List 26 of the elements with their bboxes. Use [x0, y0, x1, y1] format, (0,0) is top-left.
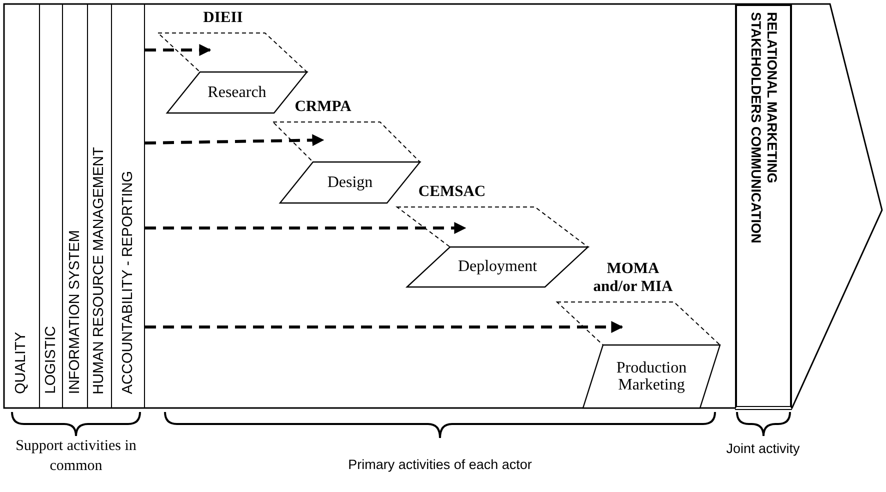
activity-label: Deployment — [456, 258, 538, 276]
band-label: QUALITY — [14, 332, 29, 394]
band-label: ACCOUNTABILITY - REPORTING — [120, 170, 136, 394]
dashed-arrow — [145, 222, 466, 234]
activity-parallelogram — [407, 247, 588, 287]
dashed-arrow — [145, 321, 624, 333]
dashed-arrow — [144, 134, 324, 146]
actor-label: DIEII — [202, 9, 244, 27]
activity-label: Research — [206, 84, 268, 102]
actor-label: MOMA and/or MIA — [592, 260, 674, 296]
band-label: HUMAN RESOURCE MANAGEMENT — [92, 146, 107, 394]
actor-label: CEMSAC — [417, 183, 487, 201]
activity-label: Design — [326, 174, 374, 192]
dashed-arrow — [145, 44, 212, 56]
actor-label: CRMPA — [294, 98, 352, 116]
bracket-caption: Joint activity — [725, 440, 801, 458]
band-label: STAKEHOLDERS COMMUNICATION — [748, 12, 762, 244]
activity-label: Production Marketing — [615, 358, 688, 394]
band-label: LOGISTIC — [44, 326, 58, 394]
bracket-caption: Primary activities of each actor — [347, 456, 533, 474]
activity-parallelogram — [280, 162, 420, 203]
band-label: INFORMATION SYSTEM — [68, 230, 82, 394]
joint-activity-band — [735, 4, 792, 410]
bracket-caption: Support activities in common — [14, 437, 138, 476]
band-label: RELATIONAL MARKETING — [764, 12, 779, 184]
activity-parallelogram — [583, 345, 720, 408]
